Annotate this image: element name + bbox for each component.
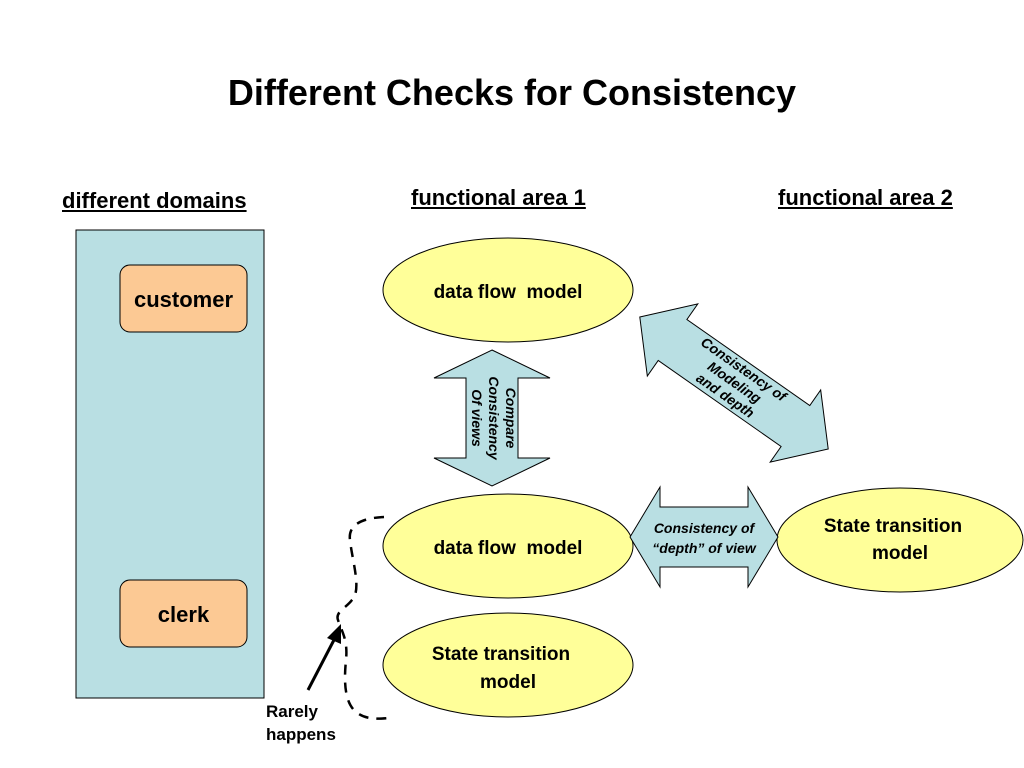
area2-std-label-line1: State transition	[824, 516, 962, 537]
compare-views-arrow: Compare Consistency Of views	[433, 349, 551, 487]
modeling-depth-arrow: Consistency of Modeling and depth	[639, 303, 829, 463]
domain-customer: customer	[119, 264, 248, 333]
rarely-happens-note: Rarely happens	[266, 700, 336, 746]
depth-of-view-label-line1: Consistency of	[654, 520, 756, 536]
domain-clerk-label: clerk	[158, 602, 210, 627]
compare-views-label-line3: Of views	[469, 389, 485, 447]
slide-title: Different Checks for Consistency	[227, 72, 797, 113]
area1-dfd-bottom-label: data flow model	[434, 538, 583, 559]
functional-area-1-heading: functional area 1	[411, 185, 586, 210]
domains-heading: different domains	[62, 188, 247, 213]
domain-customer-label: customer	[134, 287, 233, 312]
area2-state-transition-model: State transition model	[776, 487, 1024, 593]
rarely-pointer-arrow	[306, 624, 341, 691]
area1-std-label-line2: model	[480, 672, 536, 693]
area1-std-label-line1: State transition	[432, 644, 570, 665]
compare-views-label-line2: Consistency	[486, 376, 502, 460]
note-line-2: happens	[266, 725, 336, 744]
depth-of-view-label-line2: “depth” of view	[652, 540, 757, 556]
depth-of-view-arrow: Consistency of “depth” of view	[629, 485, 779, 589]
area2-std-label-line2: model	[872, 543, 928, 564]
rarely-dashed-bracket	[336, 515, 391, 720]
area1-dfd-top-label: data flow model	[434, 282, 583, 303]
compare-views-label-line1: Compare	[503, 388, 519, 449]
area1-state-transition-model: State transition model	[382, 612, 634, 718]
domain-clerk: clerk	[119, 579, 248, 648]
note-line-1: Rarely	[266, 702, 318, 721]
area1-data-flow-model-top: data flow model	[382, 237, 634, 343]
area1-data-flow-model-bottom: data flow model	[382, 493, 634, 599]
functional-area-2-heading: functional area 2	[778, 185, 953, 210]
